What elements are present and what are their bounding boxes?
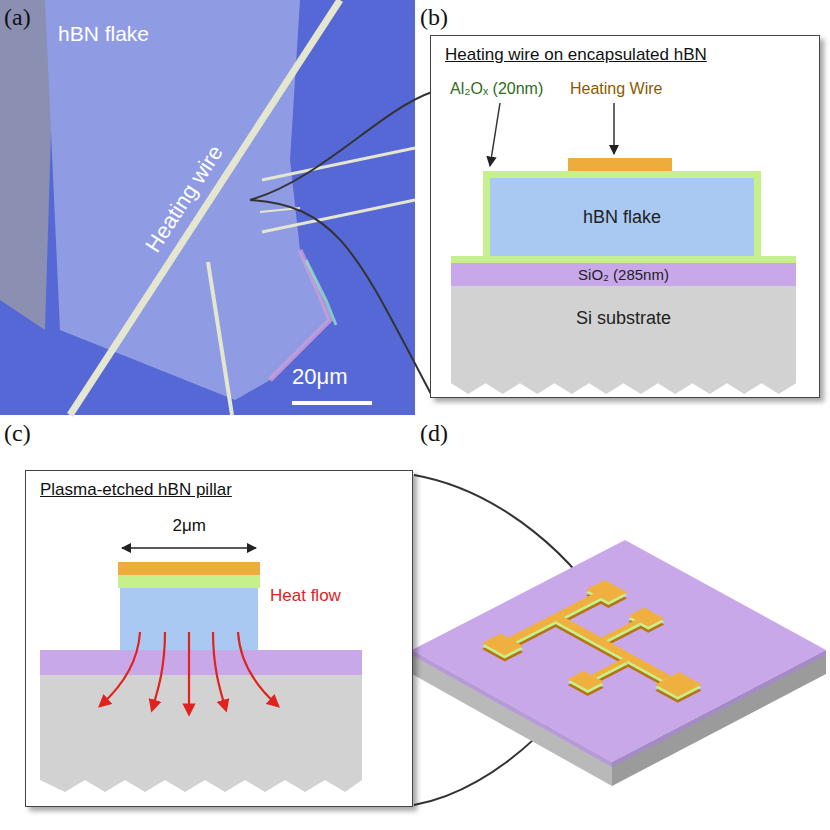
panel-letter: (b)	[420, 4, 448, 32]
panel-title: Plasma-etched hBN pillar	[40, 480, 232, 500]
panel-title: Heating wire on encapsulated hBN	[445, 45, 707, 65]
panel-letter: (d)	[420, 420, 448, 448]
panel-ground	[430, 35, 820, 398]
leader-line	[613, 103, 615, 154]
leader-line	[490, 103, 500, 166]
pillar-cross-section	[40, 548, 362, 792]
layer-label: Al₂Oₓ (20nm)	[450, 80, 543, 98]
layer-label: hBN flake	[583, 207, 661, 228]
part-label: hBN flake	[58, 22, 149, 46]
heating-wire-strip	[568, 158, 672, 171]
hbn-layer: hBN flake	[483, 171, 761, 256]
panel-box: Plasma-etched hBN pillar	[25, 470, 413, 807]
panel-ground	[25, 470, 413, 807]
panel-letter: (a)	[4, 4, 31, 32]
scale-label: 20μm	[292, 364, 347, 389]
part-label: Heating Wire	[570, 80, 662, 98]
si-substrate: Si substrate	[451, 286, 796, 394]
sio2-layer: SiO₂ (285nm)	[451, 256, 796, 286]
micrograph	[0, 0, 415, 415]
layer-label: Si substrate	[576, 308, 671, 329]
heat-flow-label: Heat flow	[270, 586, 341, 606]
chip-3d	[412, 540, 826, 786]
leader-line	[250, 92, 432, 200]
leader-line	[250, 200, 432, 396]
panel-letter: (c)	[4, 420, 31, 448]
dimension-label: 2μm	[173, 516, 206, 536]
layer-label: SiO₂ (285nm)	[578, 266, 669, 283]
